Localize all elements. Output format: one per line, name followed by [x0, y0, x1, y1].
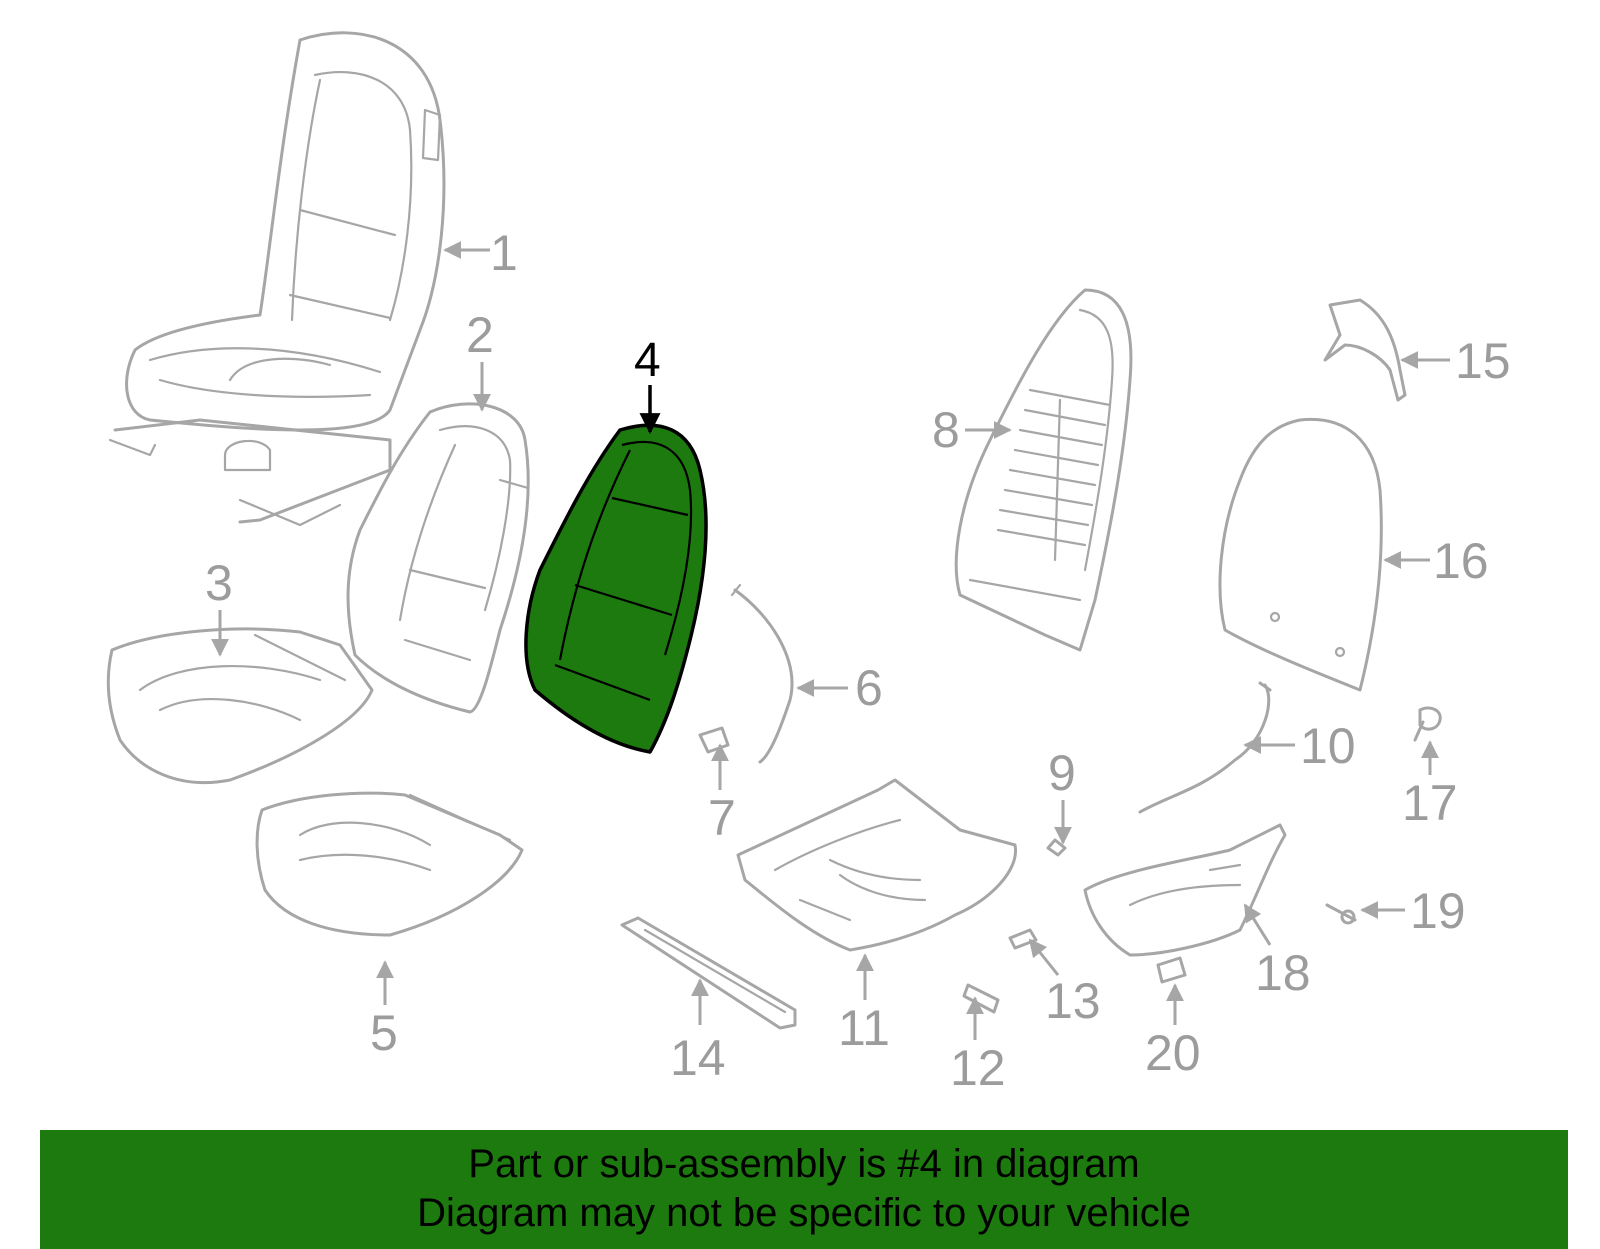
callout-19: 19	[1410, 883, 1466, 939]
part-18-side-trim[interactable]	[1083, 823, 1287, 957]
callout-arrow-13	[1028, 938, 1060, 976]
callout-13: 13	[1045, 973, 1101, 1029]
callout-arrow-18	[1243, 903, 1272, 946]
caption-banner: Part or sub-assembly is #4 in diagram Di…	[40, 1130, 1568, 1249]
part-12-knob[interactable]	[962, 983, 1000, 1014]
part-19-screw[interactable]	[1325, 903, 1357, 925]
part-3-cushion-cover[interactable]	[106, 627, 374, 785]
part-1-seat-assembly[interactable]	[108, 31, 446, 527]
part-11-seat-frame[interactable]	[736, 778, 1018, 952]
part-2-backrest-cover[interactable]	[346, 402, 530, 714]
part-8-backrest-frame[interactable]	[954, 288, 1133, 652]
part-5-cushion-pad[interactable]	[255, 791, 524, 937]
callout-5: 5	[370, 1005, 398, 1061]
callout-11: 11	[838, 1000, 890, 1056]
callout-15: 15	[1455, 333, 1511, 389]
part-16-back-panel[interactable]	[1218, 417, 1383, 692]
callout-9: 9	[1048, 745, 1076, 801]
part-17-bolt[interactable]	[1413, 706, 1442, 742]
callout-16: 16	[1433, 533, 1489, 589]
callout-18: 18	[1255, 945, 1311, 1001]
part-6-wire-rod[interactable]	[730, 583, 794, 764]
callout-10: 10	[1300, 718, 1356, 774]
part-9-pin[interactable]	[1046, 838, 1067, 857]
caption-line-2: Diagram may not be specific to your vehi…	[417, 1191, 1191, 1235]
callout-12: 12	[950, 1040, 1006, 1096]
callout-1: 1	[490, 225, 518, 281]
part-14-slide-rail[interactable]	[620, 916, 797, 1030]
part-15-headrest-guide[interactable]	[1323, 298, 1407, 402]
part-4-backrest-pad[interactable]	[524, 423, 708, 754]
seat-parts-diagram: 1 2 3 4 5 6 7 8 9 10 11 12 13 14 15 16 1…	[106, 31, 1511, 1096]
caption-line-1: Part or sub-assembly is #4 in diagram	[468, 1142, 1140, 1186]
callout-3: 3	[205, 555, 233, 611]
part-20-cap[interactable]	[1156, 956, 1187, 984]
callout-6: 6	[855, 660, 883, 716]
part-7-clip[interactable]	[698, 726, 730, 754]
callout-4: 4	[634, 334, 661, 387]
callout-20: 20	[1145, 1025, 1201, 1081]
callout-17: 17	[1402, 775, 1458, 831]
callout-7: 7	[708, 790, 736, 846]
callout-14: 14	[670, 1030, 726, 1086]
callout-2: 2	[466, 307, 494, 363]
part-13-clip[interactable]	[1008, 928, 1038, 950]
part-10-adjuster-cable[interactable]	[1138, 681, 1272, 814]
callout-8: 8	[932, 402, 960, 458]
